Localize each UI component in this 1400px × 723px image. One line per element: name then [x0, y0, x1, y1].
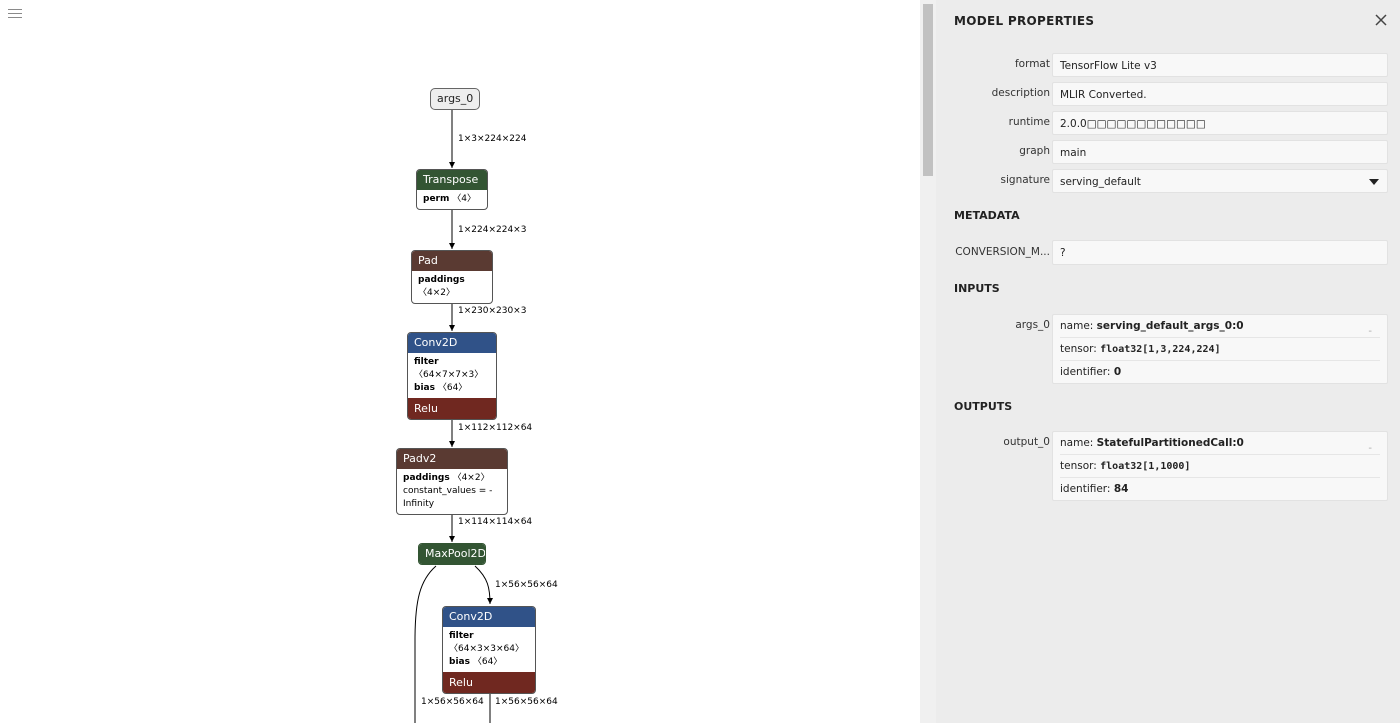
attr-name: filter — [449, 631, 474, 641]
output-identifier-line: identifier: 84 — [1060, 478, 1380, 500]
input-tensor: float32[1,3,224,224] — [1100, 344, 1221, 355]
output-details[interactable]: name: StatefulPartitionedCall:0 - tensor… — [1052, 431, 1388, 501]
output-identifier: 84 — [1113, 483, 1129, 495]
attr-name: perm — [423, 194, 450, 204]
attr-value: 〈4〉 — [452, 194, 476, 204]
output-tensor: float32[1,1000] — [1100, 461, 1191, 472]
graph-canvas[interactable]: args_0 1×3×224×224 1×224×224×3 1×230×230… — [0, 0, 920, 723]
property-label: description — [991, 87, 1050, 99]
output-tensor-line: tensor: float32[1,1000] — [1060, 455, 1380, 478]
output-name-line: name: StatefulPartitionedCall:0 - — [1060, 432, 1380, 455]
property-label: CONVERSION_M... — [955, 246, 1050, 258]
vertical-scrollbar[interactable] — [920, 0, 936, 723]
field-key: name: — [1060, 320, 1097, 332]
edge-line — [474, 565, 493, 605]
field-key: tensor: — [1060, 460, 1101, 472]
input-name: serving_default_args_0:0 — [1096, 320, 1244, 332]
property-label: format — [1014, 58, 1050, 70]
attr-name: paddings — [403, 473, 450, 483]
panel-title: MODEL PROPERTIES — [954, 14, 1095, 28]
output-name: StatefulPartitionedCall:0 — [1096, 437, 1244, 449]
attr-name: filter — [414, 357, 439, 367]
node-attributes: perm 〈4〉 — [417, 190, 487, 209]
node-title: Padv2 — [397, 449, 507, 469]
property-value[interactable]: ? — [1052, 240, 1388, 265]
section-title-metadata: METADATA — [954, 209, 1020, 222]
input-name-line: name: serving_default_args_0:0 - — [1060, 315, 1380, 338]
signature-select[interactable]: serving_default — [1052, 169, 1388, 193]
attr-value: 〈4×2〉 — [452, 473, 490, 483]
chevron-down-icon[interactable] — [1369, 179, 1379, 185]
attr-value: 〈64×3×3×64〉 — [449, 644, 524, 654]
property-label: runtime — [1008, 116, 1050, 128]
node-title: Transpose — [417, 170, 487, 190]
attr-value: 〈64〉 — [437, 383, 468, 393]
attr-name: bias — [414, 383, 435, 393]
attr-value: 〈4×2〉 — [418, 288, 455, 298]
node-title: Conv2D — [443, 607, 535, 627]
property-value[interactable]: main — [1052, 140, 1388, 164]
node-padv2[interactable]: Padv2 paddings 〈4×2〉 constant_values = -… — [396, 448, 508, 515]
section-title-inputs: INPUTS — [954, 282, 1000, 295]
node-title: Pad — [412, 251, 492, 271]
edge-label: 1×56×56×64 — [495, 697, 558, 707]
node-title: MaxPool2D — [419, 544, 485, 564]
input-details[interactable]: name: serving_default_args_0:0 - tensor:… — [1052, 314, 1388, 384]
property-label: graph — [1019, 145, 1050, 157]
property-value[interactable]: MLIR Converted. — [1052, 82, 1388, 106]
attr-value: 〈64×7×7×3〉 — [414, 370, 484, 380]
property-label: args_0 — [1015, 319, 1050, 331]
menu-icon[interactable] — [8, 6, 22, 18]
edge-label: 1×56×56×64 — [421, 697, 484, 707]
node-activation: Relu — [443, 672, 535, 693]
field-key: name: — [1060, 437, 1097, 449]
edge-label: 1×114×114×64 — [458, 517, 533, 527]
node-transpose[interactable]: Transpose perm 〈4〉 — [416, 169, 488, 210]
expand-icon[interactable]: - — [1368, 443, 1372, 454]
edge-label: 1×3×224×224 — [458, 134, 527, 144]
edge-label: 1×112×112×64 — [458, 423, 533, 433]
field-key: tensor: — [1060, 343, 1101, 355]
node-attributes: filter 〈64×7×7×3〉 bias 〈64〉 — [408, 353, 496, 398]
property-label: output_0 — [1003, 436, 1050, 448]
input-tensor-line: tensor: float32[1,3,224,224] — [1060, 338, 1380, 361]
node-attributes: paddings 〈4×2〉 — [412, 271, 492, 303]
node-pad[interactable]: Pad paddings 〈4×2〉 — [411, 250, 493, 304]
node-conv2d[interactable]: Conv2D filter 〈64×3×3×64〉 bias 〈64〉 Relu — [442, 606, 536, 694]
input-identifier: 0 — [1113, 366, 1122, 378]
node-conv2d[interactable]: Conv2D filter 〈64×7×7×3〉 bias 〈64〉 Relu — [407, 332, 497, 420]
edge-label: 1×230×230×3 — [458, 306, 527, 316]
node-title: Conv2D — [408, 333, 496, 353]
attr-value: 〈64〉 — [472, 657, 503, 667]
attr-name: bias — [449, 657, 470, 667]
attr-value: constant_values = -Infinity — [403, 486, 493, 509]
field-key: identifier: — [1060, 366, 1114, 378]
model-properties-panel: MODEL PROPERTIES format TensorFlow Lite … — [936, 0, 1400, 723]
attr-name: paddings — [418, 275, 465, 285]
field-key: identifier: — [1060, 483, 1114, 495]
edge-line — [414, 565, 437, 723]
edge-label: 1×224×224×3 — [458, 225, 527, 235]
input-identifier-line: identifier: 0 — [1060, 361, 1380, 383]
expand-icon[interactable]: - — [1368, 326, 1372, 337]
node-attributes: paddings 〈4×2〉 constant_values = -Infini… — [397, 469, 507, 514]
close-icon[interactable] — [1374, 12, 1388, 26]
scrollbar-thumb[interactable] — [923, 4, 933, 176]
node-maxpool2d[interactable]: MaxPool2D — [418, 543, 486, 565]
edge-label: 1×56×56×64 — [495, 580, 558, 590]
section-title-outputs: OUTPUTS — [954, 400, 1013, 413]
property-label: signature — [1000, 174, 1050, 186]
property-value[interactable]: TensorFlow Lite v3 — [1052, 53, 1388, 77]
signature-selected: serving_default — [1060, 176, 1141, 188]
graph-input-node[interactable]: args_0 — [430, 88, 481, 110]
property-value[interactable]: 2.0.0□□□□□□□□□□□□ — [1052, 111, 1388, 135]
node-activation: Relu — [408, 398, 496, 419]
node-attributes: filter 〈64×3×3×64〉 bias 〈64〉 — [443, 627, 535, 672]
